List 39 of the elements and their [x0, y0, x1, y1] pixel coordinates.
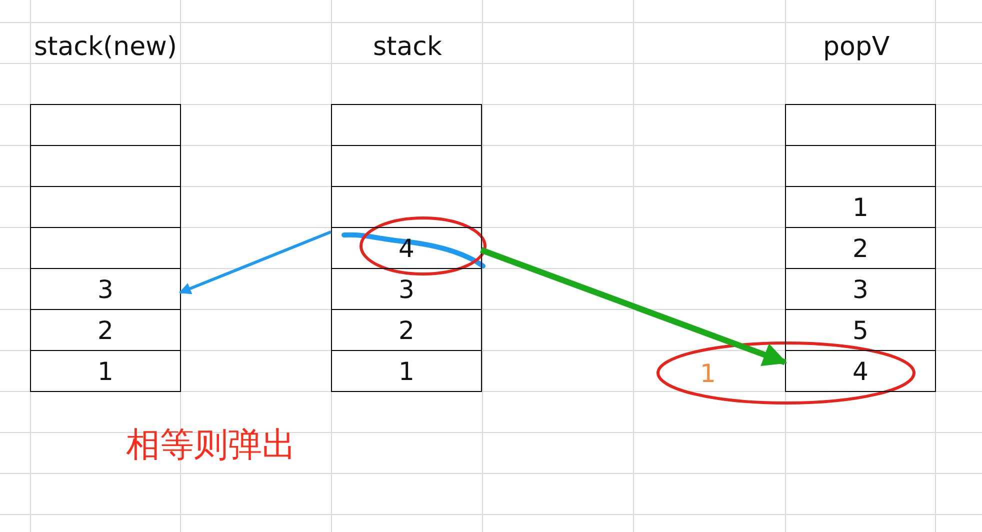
stack-cell — [331, 227, 482, 269]
cell-value: 1 — [98, 358, 114, 384]
stack-cell — [331, 268, 482, 310]
stack-cell — [785, 227, 936, 269]
empty-stack-cell — [331, 104, 482, 146]
empty-stack-cell — [30, 145, 181, 187]
stack-cell — [30, 268, 181, 310]
cell-value: 5 — [852, 318, 868, 342]
cell-value: 3 — [398, 276, 414, 302]
stack-cell — [331, 350, 482, 392]
arrow — [480, 247, 788, 366]
cell-value: 3 — [852, 276, 868, 302]
stack-cell — [785, 350, 936, 392]
empty-stack-cell — [785, 104, 936, 146]
cell-value: 3 — [98, 276, 114, 302]
stack-cell — [785, 186, 936, 228]
stack-cell — [331, 309, 482, 351]
column-heading: stack — [373, 34, 442, 60]
empty-stack-cell — [785, 145, 936, 187]
cell-value: 2 — [98, 318, 114, 342]
cell-value: 4 — [852, 358, 868, 384]
annotation-text: 相等则弹出 — [126, 428, 296, 462]
stack-cell — [30, 350, 181, 392]
empty-stack-cell — [30, 227, 181, 269]
cell-value: 1 — [852, 194, 868, 220]
index-number: 1 — [700, 361, 716, 386]
empty-stack-cell — [331, 145, 482, 187]
column-heading: popV — [823, 34, 890, 60]
cell-value: 1 — [398, 358, 414, 384]
column-heading: stack(new) — [34, 34, 178, 60]
stack-cell — [785, 309, 936, 351]
stack-cell — [785, 268, 936, 310]
cell-value: 2 — [398, 318, 414, 342]
empty-stack-cell — [30, 104, 181, 146]
empty-stack-cell — [331, 186, 482, 228]
stack-cell — [30, 309, 181, 351]
empty-stack-cell — [30, 186, 181, 228]
arrow — [178, 230, 332, 294]
cell-value: 2 — [852, 236, 868, 260]
